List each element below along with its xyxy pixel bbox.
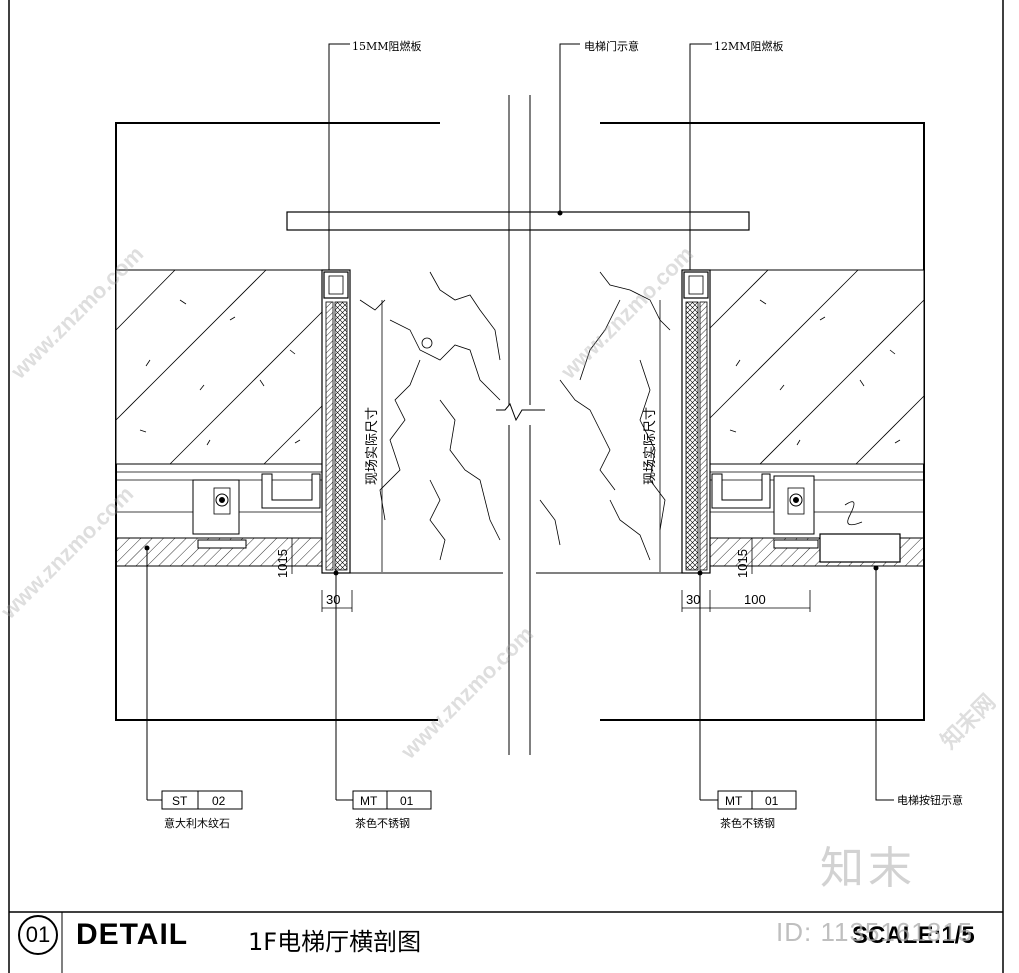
- tag-st-num: 02: [212, 794, 226, 808]
- svg-text:www.znzmo.com: www.znzmo.com: [555, 241, 698, 384]
- concrete-wall-left: [115, 269, 323, 465]
- dim-30-right: 30: [686, 592, 700, 607]
- detail-number: 01: [18, 915, 58, 955]
- marble-left: [359, 271, 501, 561]
- dim-1015-left: 1015: [275, 549, 290, 578]
- floor-buildup-right: [709, 463, 925, 567]
- leader-dots: [144, 210, 879, 576]
- dim-30-left: 30: [326, 592, 340, 607]
- watermark-logo: 知末: [820, 843, 916, 894]
- label-site-dim-right: 现场实际尺寸: [643, 407, 658, 485]
- elevator-door: [286, 211, 750, 231]
- detail-heading: DETAIL: [76, 918, 189, 951]
- tag-mt-right-desc: 茶色不锈钢: [720, 816, 775, 830]
- tag-mt-right-num: 01: [765, 794, 779, 808]
- tag-st-code: ST: [172, 794, 188, 808]
- dimensions: [288, 300, 811, 612]
- label-12mm-board: 12MM阻燃板: [714, 39, 784, 53]
- concrete-wall-right: [707, 269, 925, 465]
- tag-mt-left-desc: 茶色不锈钢: [355, 816, 410, 830]
- steel-jamb-right: [681, 269, 711, 574]
- label-site-dim-left: 现场实际尺寸: [365, 407, 380, 485]
- svg-text:知末网: 知末网: [936, 689, 1000, 753]
- drawing-title: 1F电梯厅横剖图: [248, 928, 422, 956]
- floor-buildup-left: [115, 463, 323, 567]
- steel-jamb-left: [321, 269, 351, 574]
- drawing-scale: SCALE:1/5: [852, 922, 975, 949]
- label-15mm-board: 15MM阻燃板: [352, 39, 422, 53]
- label-elevator-door: 电梯门示意: [584, 39, 639, 53]
- tag-mt-right-code: MT: [725, 794, 743, 808]
- tag-mt-left-code: MT: [360, 794, 378, 808]
- watermark-id: ID: 1135161815: [776, 917, 974, 947]
- dim-1015-right: 1015: [735, 549, 750, 578]
- svg-text:www.znzmo.com: www.znzmo.com: [395, 621, 538, 764]
- center-axis: [496, 95, 545, 755]
- tag-boxes: [161, 790, 797, 810]
- leaders: [146, 43, 894, 801]
- tag-st-desc: 意大利木纹石: [164, 816, 230, 830]
- label-elevator-button: 电梯按钮示意: [897, 793, 963, 807]
- marble-right: [539, 271, 671, 561]
- dim-100: 100: [744, 592, 766, 607]
- tag-mt-left-num: 01: [400, 794, 414, 808]
